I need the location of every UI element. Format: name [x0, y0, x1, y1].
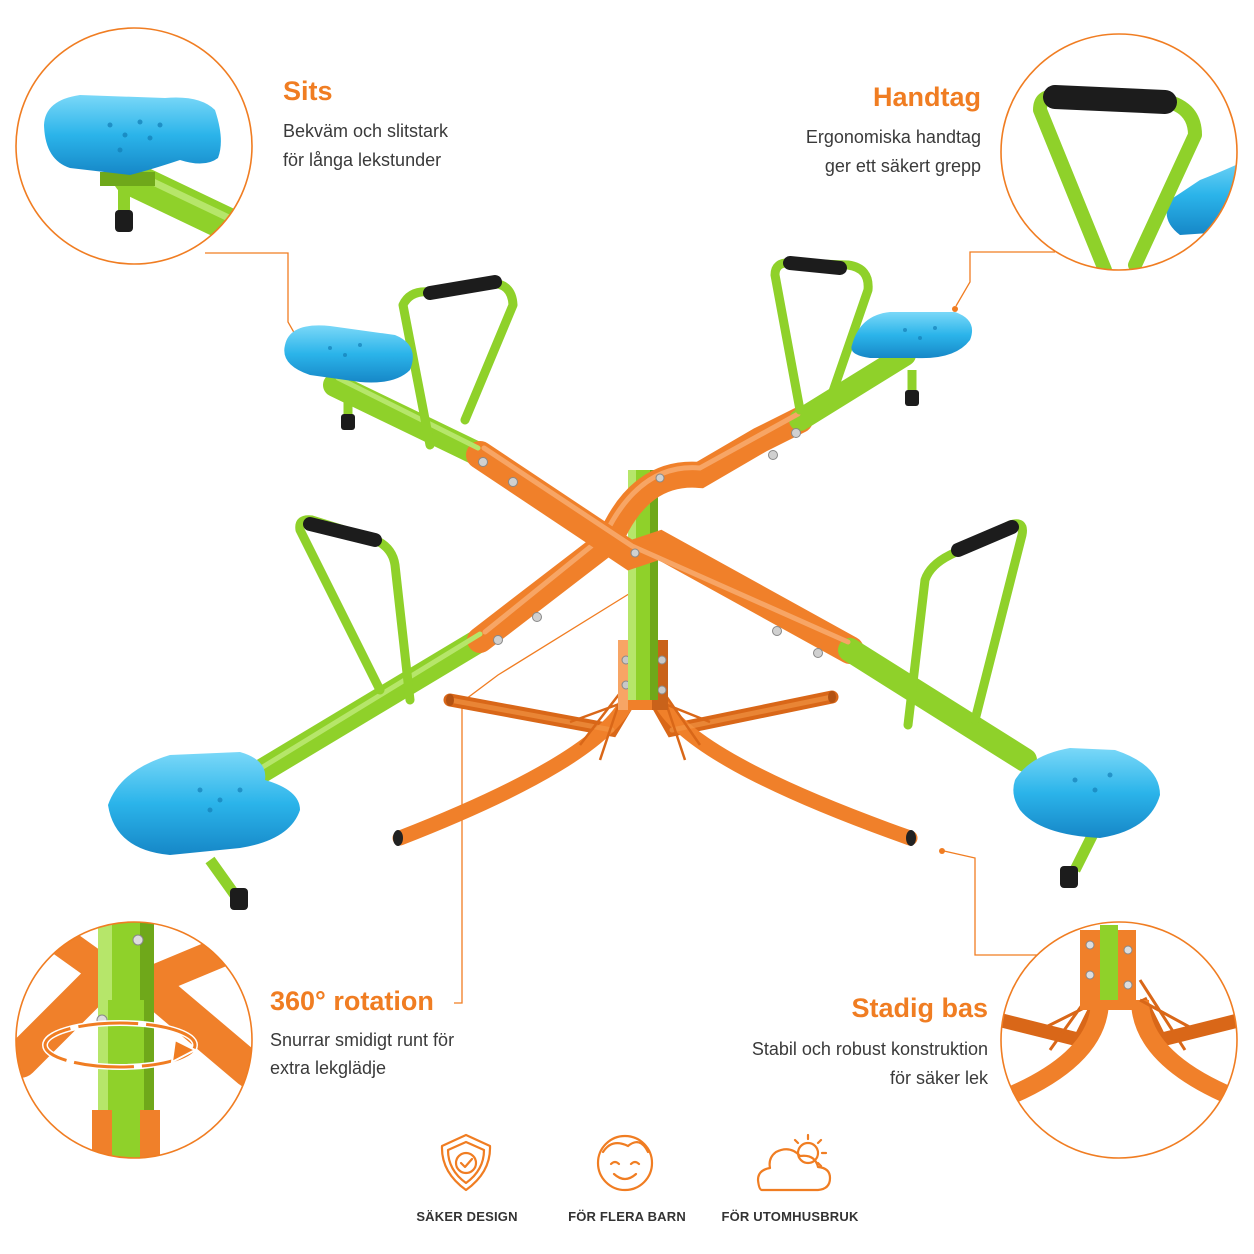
- seat-holes: [197, 326, 1113, 813]
- handle-feature-line2: ger ett säkert grepp: [824, 156, 981, 176]
- rotation-closeup: [15, 921, 253, 1159]
- rotation-feature-line2: extra lekglädje: [270, 1058, 387, 1078]
- seat-connector: [205, 252, 301, 344]
- sun-cloud-icon: [756, 1133, 832, 1192]
- seat-feature-line2: för långa lekstunder: [283, 150, 442, 170]
- badge-outdoor-label: FÖR UTOMHUSBRUK: [721, 1209, 859, 1224]
- beam-diagonal-a: [323, 373, 1037, 772]
- seat-closeup: [15, 27, 253, 265]
- base-connector: [943, 850, 1045, 956]
- rotation-feature-line1: Snurrar smidigt runt för: [270, 1030, 455, 1050]
- handle-feature-title: Handtag: [873, 82, 981, 112]
- seat-feature-title: Sits: [283, 76, 333, 106]
- beam-bolts: [478, 428, 823, 658]
- base-feature-title: Stadig bas: [851, 993, 988, 1023]
- child-face-icon: [596, 1134, 654, 1192]
- handle-bottom-left: [295, 515, 415, 705]
- badge-multiple-kids-label: FÖR FLERA BARN: [568, 1209, 686, 1224]
- shield-check-icon: [440, 1133, 492, 1192]
- handle-closeup: [1000, 33, 1238, 271]
- seat-top-left: [284, 325, 413, 430]
- seat-bottom-right: [1013, 748, 1160, 888]
- seat-feature-line1: Bekväm och slitstark: [283, 121, 449, 141]
- merry-go-round-seesaw: [108, 256, 1160, 910]
- rotation-feature-title: 360° rotation: [270, 986, 434, 1016]
- handle-connector: [955, 251, 1055, 307]
- seat-bottom-left: [108, 752, 300, 910]
- handle-feature-line1: Ergonomiska handtag: [805, 127, 981, 147]
- base-legs: [392, 690, 918, 846]
- handles: [295, 256, 1027, 730]
- base-feature-line1: Stabil och robust konstruktion: [751, 1039, 988, 1059]
- badge-safe-design-label: SÄKER DESIGN: [416, 1209, 518, 1224]
- seat-top-right: [851, 312, 973, 406]
- base-closeup: [1000, 921, 1238, 1159]
- base-feature-line2: för säker lek: [889, 1068, 988, 1088]
